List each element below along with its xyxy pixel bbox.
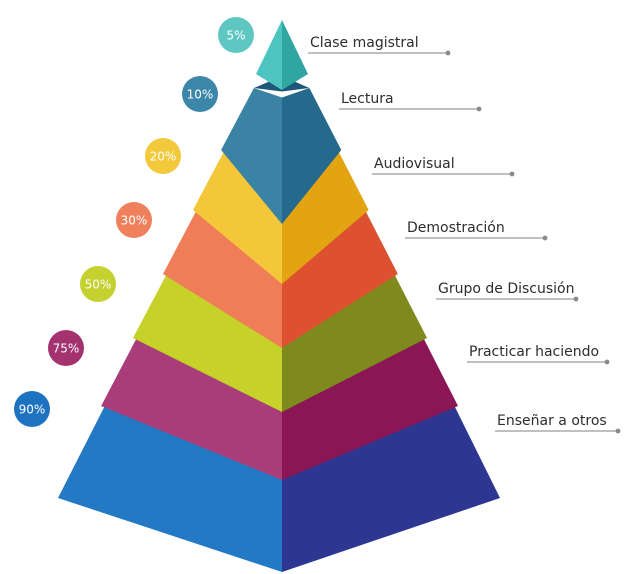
percent-badge-circle bbox=[80, 266, 116, 302]
tier-left-face bbox=[221, 88, 282, 224]
percent-badge-text: 10% bbox=[187, 88, 214, 102]
percent-badge-text: 5% bbox=[226, 29, 245, 43]
percent-badge-circle bbox=[145, 138, 181, 174]
label-leader-lines bbox=[308, 50, 621, 434]
percent-badge: 5% bbox=[218, 17, 254, 53]
percent-badge: 10% bbox=[182, 76, 218, 112]
leader-dot bbox=[509, 171, 515, 177]
leader-dot bbox=[476, 106, 482, 112]
percent-badge: 30% bbox=[116, 202, 152, 238]
percent-badge-text: 20% bbox=[150, 150, 177, 164]
percent-badge-circle bbox=[218, 17, 254, 53]
percent-badge: 75% bbox=[48, 330, 84, 366]
percent-badge-text: 75% bbox=[53, 342, 80, 356]
level-label: Clase magistral bbox=[310, 35, 419, 51]
leader-dot bbox=[542, 235, 548, 241]
level-labels: Clase magistralLecturaAudiovisualDemostr… bbox=[310, 35, 607, 429]
leader-dot bbox=[615, 428, 621, 434]
percent-badge-circle bbox=[48, 330, 84, 366]
percent-badge-circle bbox=[14, 391, 50, 427]
percent-badge-text: 90% bbox=[19, 403, 46, 417]
level-label: Lectura bbox=[341, 91, 394, 107]
percent-badges: 5% 10% 20% 30% 50% 75% 90% bbox=[14, 17, 254, 427]
percent-badge: 20% bbox=[145, 138, 181, 174]
percent-badge: 50% bbox=[80, 266, 116, 302]
percent-badge-circle bbox=[116, 202, 152, 238]
pyramid-tier-1 bbox=[256, 20, 308, 90]
level-label: Demostración bbox=[407, 220, 505, 236]
pyramid-tier-2 bbox=[221, 76, 342, 224]
leader-dot bbox=[604, 359, 610, 365]
percent-badge-text: 50% bbox=[85, 278, 112, 292]
leader-dot bbox=[573, 296, 579, 302]
pyramid-layers bbox=[58, 20, 500, 572]
percent-badge: 90% bbox=[14, 391, 50, 427]
leader-dot bbox=[445, 50, 451, 56]
tier-right-face bbox=[282, 88, 342, 224]
level-label: Practicar haciendo bbox=[469, 344, 599, 360]
tier-left-face bbox=[256, 20, 282, 90]
level-label: Grupo de Discusión bbox=[438, 281, 575, 297]
level-label: Enseñar a otros bbox=[497, 413, 607, 429]
level-label: Audiovisual bbox=[374, 156, 455, 172]
tier-right-face bbox=[282, 20, 308, 90]
percent-badge-circle bbox=[182, 76, 218, 112]
percent-badge-text: 30% bbox=[121, 214, 148, 228]
